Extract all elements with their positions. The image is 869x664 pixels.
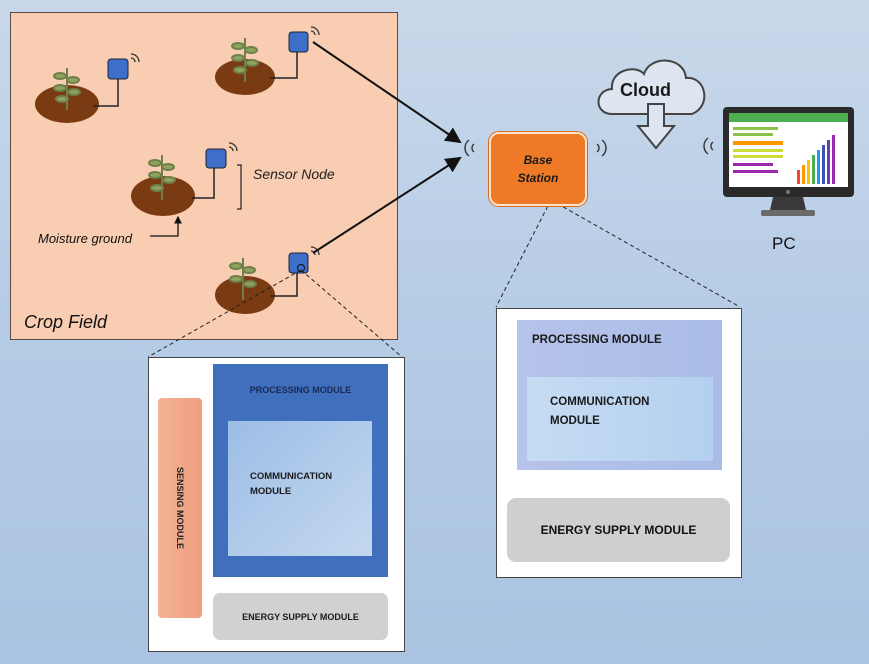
plant-icon [148, 155, 176, 200]
energy-supply-module: ENERGY SUPPLY MODULE [213, 593, 388, 640]
sensing-module-label: SENSING MODULE [175, 466, 185, 550]
communication-module: COMMUNICATION MODULE [228, 421, 372, 556]
sensor-icon [288, 31, 309, 53]
link-arrow [312, 41, 462, 144]
monitor-icon [723, 107, 854, 216]
plant-icon [53, 68, 81, 110]
communication-module-label: COMMUNICATION MODULE [250, 471, 333, 497]
sensor-node-2 [215, 26, 320, 95]
moisture-ground-label: Moisture ground [38, 231, 132, 246]
sensor-icon [288, 252, 309, 274]
cloud-label: Cloud [620, 80, 671, 100]
wifi-icon [310, 26, 320, 36]
sensor-node-3 [131, 142, 242, 237]
base-station-label: Base Station [517, 153, 559, 185]
sensor-icon [205, 148, 227, 169]
download-arrow-icon [635, 103, 677, 150]
sensor-icon [107, 58, 129, 80]
energy-supply-module-label: ENERGY SUPPLY MODULE [242, 611, 359, 622]
link-arrow [312, 156, 462, 254]
wifi-icon [130, 53, 140, 63]
crop-field-label: Crop Field [24, 312, 108, 332]
base-communication-module: COMMUNICATION MODULE [527, 377, 713, 461]
cloud-icon [597, 59, 706, 115]
pc-label: PC [772, 234, 796, 253]
sensor-node-4 [215, 246, 320, 314]
crop-field-area [10, 12, 398, 340]
base-processing-module-label: PROCESSING MODULE [532, 334, 662, 346]
sensing-module: SENSING MODULE [158, 398, 202, 618]
wifi-icon [464, 137, 714, 157]
sensor-node-label: Sensor Node [253, 166, 335, 182]
processing-module-label: PROCESSING MODULE [249, 385, 352, 395]
plant-icon [229, 258, 257, 300]
zoom-origin [297, 264, 305, 272]
plant-icon [231, 38, 259, 82]
base-communication-module-label: COMMUNICATION MODULE [550, 396, 650, 427]
sensor-node-1 [35, 53, 140, 123]
sensor-node-bracket [237, 164, 242, 210]
moisture-arrow [150, 215, 182, 237]
wifi-icon [228, 142, 238, 152]
base-energy-supply-module: ENERGY SUPPLY MODULE [507, 498, 730, 562]
base-energy-supply-module-label: ENERGY SUPPLY MODULE [540, 523, 697, 537]
base-station-box: Base Station [489, 132, 587, 206]
